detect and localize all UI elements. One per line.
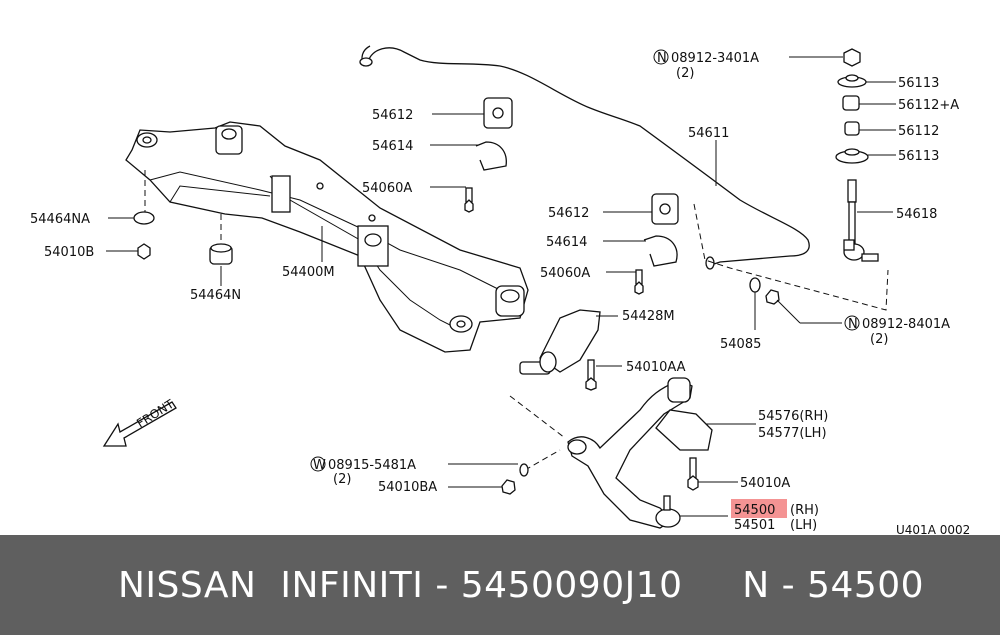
tension-bracket	[519, 309, 601, 391]
label-54010BA: 54010BA	[378, 480, 437, 495]
n-mark-icon-2	[844, 315, 860, 331]
label-54501-side: (LH)	[790, 518, 817, 533]
label-54614-upper: 54614	[372, 139, 413, 154]
n-mark-letter: N	[657, 51, 667, 66]
label-54010A: 54010A	[740, 476, 790, 491]
label-54464N: 54464N	[190, 288, 241, 303]
diagram-ref-code: U401A 0002	[896, 523, 970, 535]
n-mark-letter-2: N	[848, 317, 858, 332]
link-guide-washer	[524, 449, 561, 471]
label-56112-a: 56112+A	[898, 98, 959, 113]
w-mark-icon	[310, 456, 326, 472]
label-56113-top: 56113	[898, 76, 939, 91]
label-54612-upper: 54612	[372, 108, 413, 123]
leader-lines	[106, 56, 896, 517]
label-54010AA: 54010AA	[626, 360, 686, 375]
link-washer-nut	[749, 277, 780, 305]
label-54060A-upper: 54060A	[362, 181, 412, 196]
label-54060A-lower: 54060A	[540, 266, 590, 281]
label-54618: 54618	[896, 207, 937, 222]
parts-diagram: FRONT N 08912-3401A (2)	[30, 45, 970, 535]
part-number-labels: N 08912-3401A (2) 56113 56112+A 56112 56…	[30, 49, 970, 535]
front-arrow-icon: FRONT	[102, 397, 177, 447]
label-54010B: 54010B	[44, 245, 94, 260]
w-mark-letter: W	[313, 458, 326, 473]
link-guide-right	[693, 203, 889, 311]
cross-member	[125, 121, 529, 353]
link-guide-lower	[509, 395, 566, 439]
label-54500-side: (RH)	[790, 503, 819, 518]
stabilizer-bar	[359, 45, 810, 270]
label-54085: 54085	[720, 337, 761, 352]
footer-bar: NISSAN INFINITI - 5450090J10 N - 54500	[0, 535, 1000, 635]
front-label: FRONT	[134, 397, 177, 431]
label-qty-3: (2)	[333, 472, 351, 487]
label-54614-lower: 54614	[546, 235, 587, 250]
label-54428M: 54428M	[622, 309, 675, 324]
label-56112: 56112	[898, 124, 939, 139]
label-54500-highlighted: 54500	[734, 503, 775, 518]
diagram-canvas: FRONT N 08912-3401A (2)	[30, 45, 970, 535]
stabilizer-bushings	[464, 97, 679, 295]
lower-control-arm	[501, 377, 713, 529]
n-mark-icon	[653, 49, 669, 65]
label-54400M: 54400M	[282, 265, 335, 280]
highlight-box	[731, 499, 787, 518]
label-qty: (2)	[676, 66, 694, 81]
label-08912-8401A: 08912-8401A	[862, 317, 950, 332]
label-08915-5481A: 08915-5481A	[328, 458, 416, 473]
label-08912-3401A: 08912-3401A	[671, 51, 759, 66]
label-54577: 54577(LH)	[758, 426, 827, 441]
label-qty-2: (2)	[870, 332, 888, 347]
label-54576: 54576(RH)	[758, 409, 828, 424]
label-56113-bottom: 56113	[898, 149, 939, 164]
label-54612-lower: 54612	[548, 206, 589, 221]
label-54501: 54501	[734, 518, 775, 533]
bushing-parts-left	[133, 170, 233, 265]
part-title: NISSAN INFINITI - 5450090J10 N - 54500	[118, 564, 925, 606]
label-54611: 54611	[688, 126, 729, 141]
label-54464NA: 54464NA	[30, 212, 90, 227]
stabilizer-link-stack	[835, 48, 879, 262]
